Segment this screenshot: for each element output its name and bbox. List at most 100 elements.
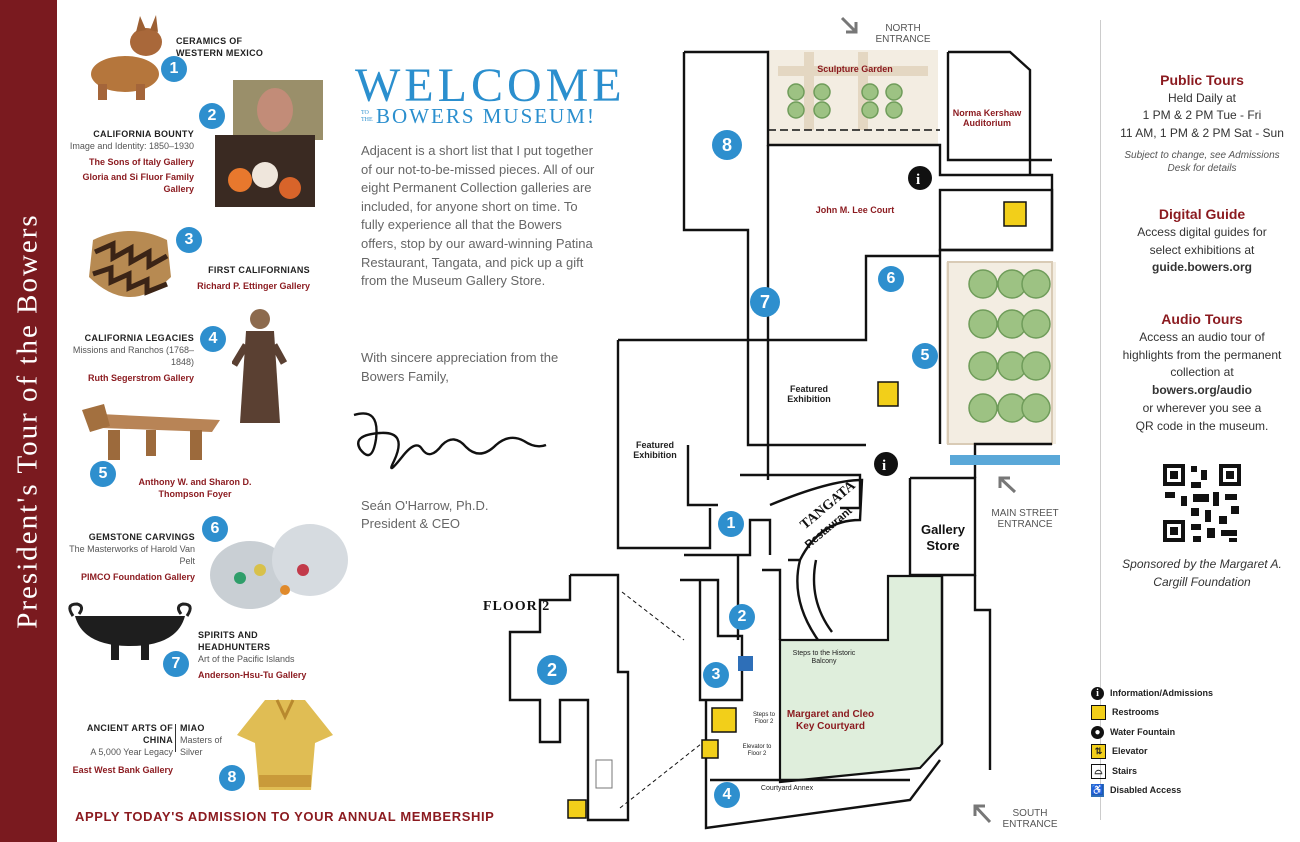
tour-item-5-gallery: Anthony W. and Sharon D. Thompson Foyer [138, 477, 252, 499]
museum-floor-map: i i [508, 16, 1060, 830]
legend-disabled-label: Disabled Access [1110, 785, 1182, 795]
gallery-store-label: Gallery Store [920, 522, 966, 553]
legend-row-info: i Information/Admissions [1091, 684, 1213, 702]
legend-restroom-label: Restrooms [1112, 707, 1160, 717]
tour-item-5-caption: Anthony W. and Sharon D. Thompson Foyer [120, 476, 270, 500]
tour-item-8-gallery: East West Bank Gallery [72, 765, 173, 775]
painting-image [215, 80, 323, 207]
tour-item-7-caption: Spirits and Headhunters Art of the Pacif… [198, 629, 318, 681]
welcome-museum-name: BOWERS MUSEUM! [376, 104, 596, 128]
membership-banner: APPLY TODAY'S ADMISSION TO YOUR ANNUAL M… [75, 809, 495, 824]
audio-tours-body-2: or wherever you see a QR code in the mus… [1135, 401, 1269, 433]
south-entrance-label: SOUTH ENTRANCE [1002, 808, 1058, 830]
caption-divider [175, 724, 176, 752]
welcome-intro: Adjacent is a short list that I put toge… [361, 143, 595, 289]
tour-item-3-gallery: Richard P. Ettinger Gallery [197, 281, 310, 291]
public-tours-line1: Held Daily at [1167, 91, 1237, 105]
tour-item-8-title-2: Miao [180, 723, 205, 733]
elevator-icon [701, 739, 719, 759]
signature-image [353, 412, 547, 470]
tour-item-7-subtitle: Art of the Pacific Islands [198, 654, 295, 664]
disabled-access-icon [738, 656, 753, 671]
legend-water-label: Water Fountain [1110, 727, 1176, 737]
elevator-icon [567, 799, 587, 819]
map-number-3: 3 [703, 662, 729, 688]
south-entrance-arrow [973, 804, 992, 824]
info-icon [908, 166, 932, 190]
tour-item-4-title: California Legacies [84, 333, 194, 343]
tour-item-3-caption: First Californians Richard P. Ettinger G… [180, 264, 310, 292]
svg-text:i: i [916, 172, 920, 188]
basket-image [89, 231, 171, 297]
digital-guide-title: Digital Guide [1158, 206, 1246, 222]
spine-banner: President's Tour of the Bowers [0, 0, 57, 842]
signer-name: Seán O'Harrow, Ph.D. [361, 498, 489, 513]
public-tours-line2: 1 PM & 2 PM Tue - Fri [1142, 108, 1262, 122]
tour-number-3: 3 [176, 227, 202, 253]
ceramic-dog-image [91, 15, 162, 100]
tour-item-8-caption-2: Miao Masters of Silver [180, 722, 230, 758]
tour-item-3-title: First Californians [208, 265, 310, 275]
tour-item-2-caption: California Bounty Image and Identity: 18… [60, 128, 194, 195]
public-tours-note: Subject to change, see Admissions Desk f… [1124, 150, 1280, 174]
metate-image [82, 404, 220, 460]
audio-tours-url[interactable]: bowers.org/audio [1151, 383, 1252, 397]
audio-tours-title: Audio Tours [1161, 311, 1243, 327]
welcome-heading: WELCOME [355, 59, 626, 112]
gemstone-bowl-image [210, 524, 348, 609]
digital-guide-body: Access digital guides for select exhibit… [1137, 225, 1267, 257]
disabled-access-icon: ♿ [1091, 784, 1104, 798]
steps-balcony-label: Steps to the Historic Balcony [792, 650, 856, 665]
public-tours-title: Public Tours [1160, 72, 1244, 88]
restroom-icon [877, 381, 899, 407]
tour-item-6-subtitle: The Masterworks of Harold Van Pelt [69, 544, 195, 566]
steps-floor2-label: Steps to Floor 2 [752, 712, 775, 725]
digital-guide-url[interactable]: guide.bowers.org [1151, 260, 1252, 274]
water-fountain-icon: ● [1091, 726, 1104, 740]
tour-item-8-caption: Ancient Arts of China A 5,000 Year Legac… [60, 722, 173, 776]
legend-info-label: Information/Admissions [1110, 688, 1214, 698]
legend-row-stairs: ⌓Stairs [1091, 762, 1137, 780]
legend-row-disabled: ♿ Disabled Access [1091, 781, 1181, 799]
audio-tours-body: Access an audio tour of highlights from … [1122, 330, 1282, 379]
legend-row-water: ● Water Fountain [1091, 723, 1175, 741]
tour-number-1: 1 [161, 56, 187, 82]
tour-item-7-gallery: Anderson-Hsu-Tu Gallery [198, 670, 307, 680]
main-street-entrance-label: MAIN STREET ENTRANCE [991, 508, 1059, 530]
tour-number-6: 6 [202, 516, 228, 542]
robe-image [237, 699, 333, 790]
tour-item-8-subtitle: A 5,000 Year Legacy [90, 747, 173, 757]
tour-item-6-caption: Gemstone Carvings The Masterworks of Har… [60, 531, 195, 583]
lee-court-label: John M. Lee Court [815, 205, 895, 215]
map-number-4: 4 [714, 782, 740, 808]
tour-item-2-gallery: The Sons of Italy Gallery [88, 157, 194, 167]
featured-exhibition-label-2: Featured Exhibition [633, 440, 677, 460]
legend-row-elevator: ⇅ Elevator [1091, 742, 1148, 760]
signer-block: Seán O'Harrow, Ph.D. President & CEO [361, 497, 488, 533]
tour-item-1-caption: Ceramics of Western Mexico [176, 35, 276, 59]
legend-elevator-label: Elevator [1112, 746, 1148, 756]
qr-code[interactable] [1161, 462, 1243, 544]
north-entrance-label: NORTH ENTRANCE [875, 23, 931, 45]
map-number-6: 6 [878, 266, 904, 292]
restroom-icon [1003, 201, 1027, 227]
tour-item-4-caption: California Legacies Missions and Ranchos… [60, 332, 194, 384]
tour-item-8-subtitle-2: Masters of Silver [180, 735, 223, 757]
featured-exhibition-label-1: Featured Exhibition [787, 384, 831, 404]
sculpture-garden-label: Sculpture Garden [817, 64, 893, 74]
tour-item-4-subtitle: Missions and Ranchos (1768–1848) [72, 345, 194, 367]
courtyard-label: Margaret and Cleo Key Courtyard [786, 709, 875, 732]
elevator-icon: ⇅ [1091, 744, 1106, 760]
main-street-arrow [998, 476, 1017, 494]
welcome-to-the: TO THE [361, 110, 373, 123]
tour-item-2-title: California Bounty [93, 129, 194, 139]
info-icon: i [1091, 687, 1104, 701]
tour-item-8-title: Ancient Arts of China [86, 723, 173, 745]
signer-title: President & CEO [361, 516, 460, 531]
tour-number-4: 4 [200, 326, 226, 352]
map-number-7: 7 [750, 287, 780, 317]
tour-item-2-gallery-2: Gloria and Si Fluor Family Gallery [82, 172, 194, 194]
tour-item-6-gallery: PIMCO Foundation Gallery [80, 572, 195, 582]
stairs-icon: ⌓ [1091, 764, 1106, 780]
tour-number-8: 8 [219, 765, 245, 791]
